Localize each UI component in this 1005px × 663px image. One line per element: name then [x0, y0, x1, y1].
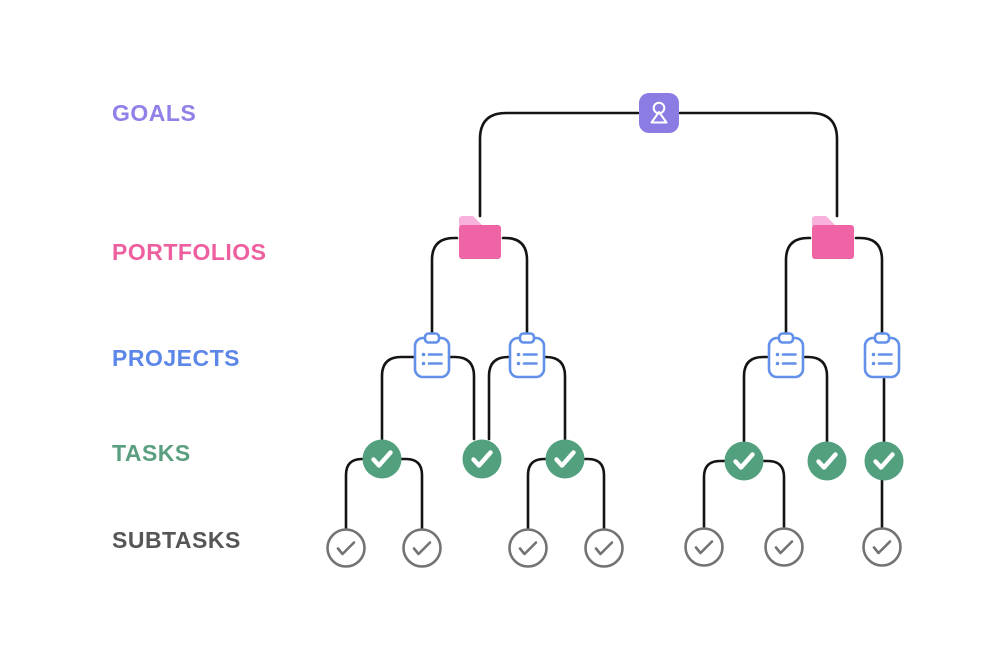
connector-line [761, 459, 786, 529]
task-node [807, 441, 847, 481]
row-label-portfolios: PORTFOLIOS [112, 239, 267, 265]
task-node [545, 439, 585, 479]
task-node [864, 441, 904, 481]
connector-line [380, 355, 415, 441]
subtask-node [508, 528, 548, 568]
connector-line [501, 236, 529, 336]
connector-line [544, 355, 567, 441]
subtask-node [684, 527, 724, 567]
connector-line [784, 236, 812, 336]
portfolio-node [459, 216, 501, 259]
project-node [863, 332, 901, 379]
task-node [362, 439, 402, 479]
project-node [508, 332, 546, 379]
subtask-node [326, 528, 366, 568]
connector-line [399, 457, 424, 530]
connector-line [449, 355, 476, 441]
connector-line [803, 355, 829, 443]
connector-line [344, 457, 365, 530]
project-node [767, 332, 805, 379]
connector-line [678, 111, 839, 218]
project-node [413, 332, 451, 379]
task-node [724, 441, 764, 481]
row-label-subtasks: SUBTASKS [112, 527, 241, 553]
connector-line [526, 457, 548, 530]
portfolio-node [812, 216, 854, 259]
row-label-goals: GOALS [112, 100, 197, 126]
connector-line [430, 236, 459, 336]
subtask-node [402, 528, 442, 568]
connector-line [702, 459, 727, 529]
connector-line [854, 236, 884, 336]
goal-node [639, 93, 679, 133]
subtask-node [764, 527, 804, 567]
subtask-node [584, 528, 624, 568]
task-node [462, 439, 502, 479]
connector-line [582, 457, 606, 530]
connector-line [478, 111, 640, 218]
row-label-projects: PROJECTS [112, 345, 240, 371]
row-label-tasks: TASKS [112, 440, 191, 466]
connector-line [487, 355, 510, 441]
connector-line [742, 355, 769, 443]
subtask-node [862, 527, 902, 567]
